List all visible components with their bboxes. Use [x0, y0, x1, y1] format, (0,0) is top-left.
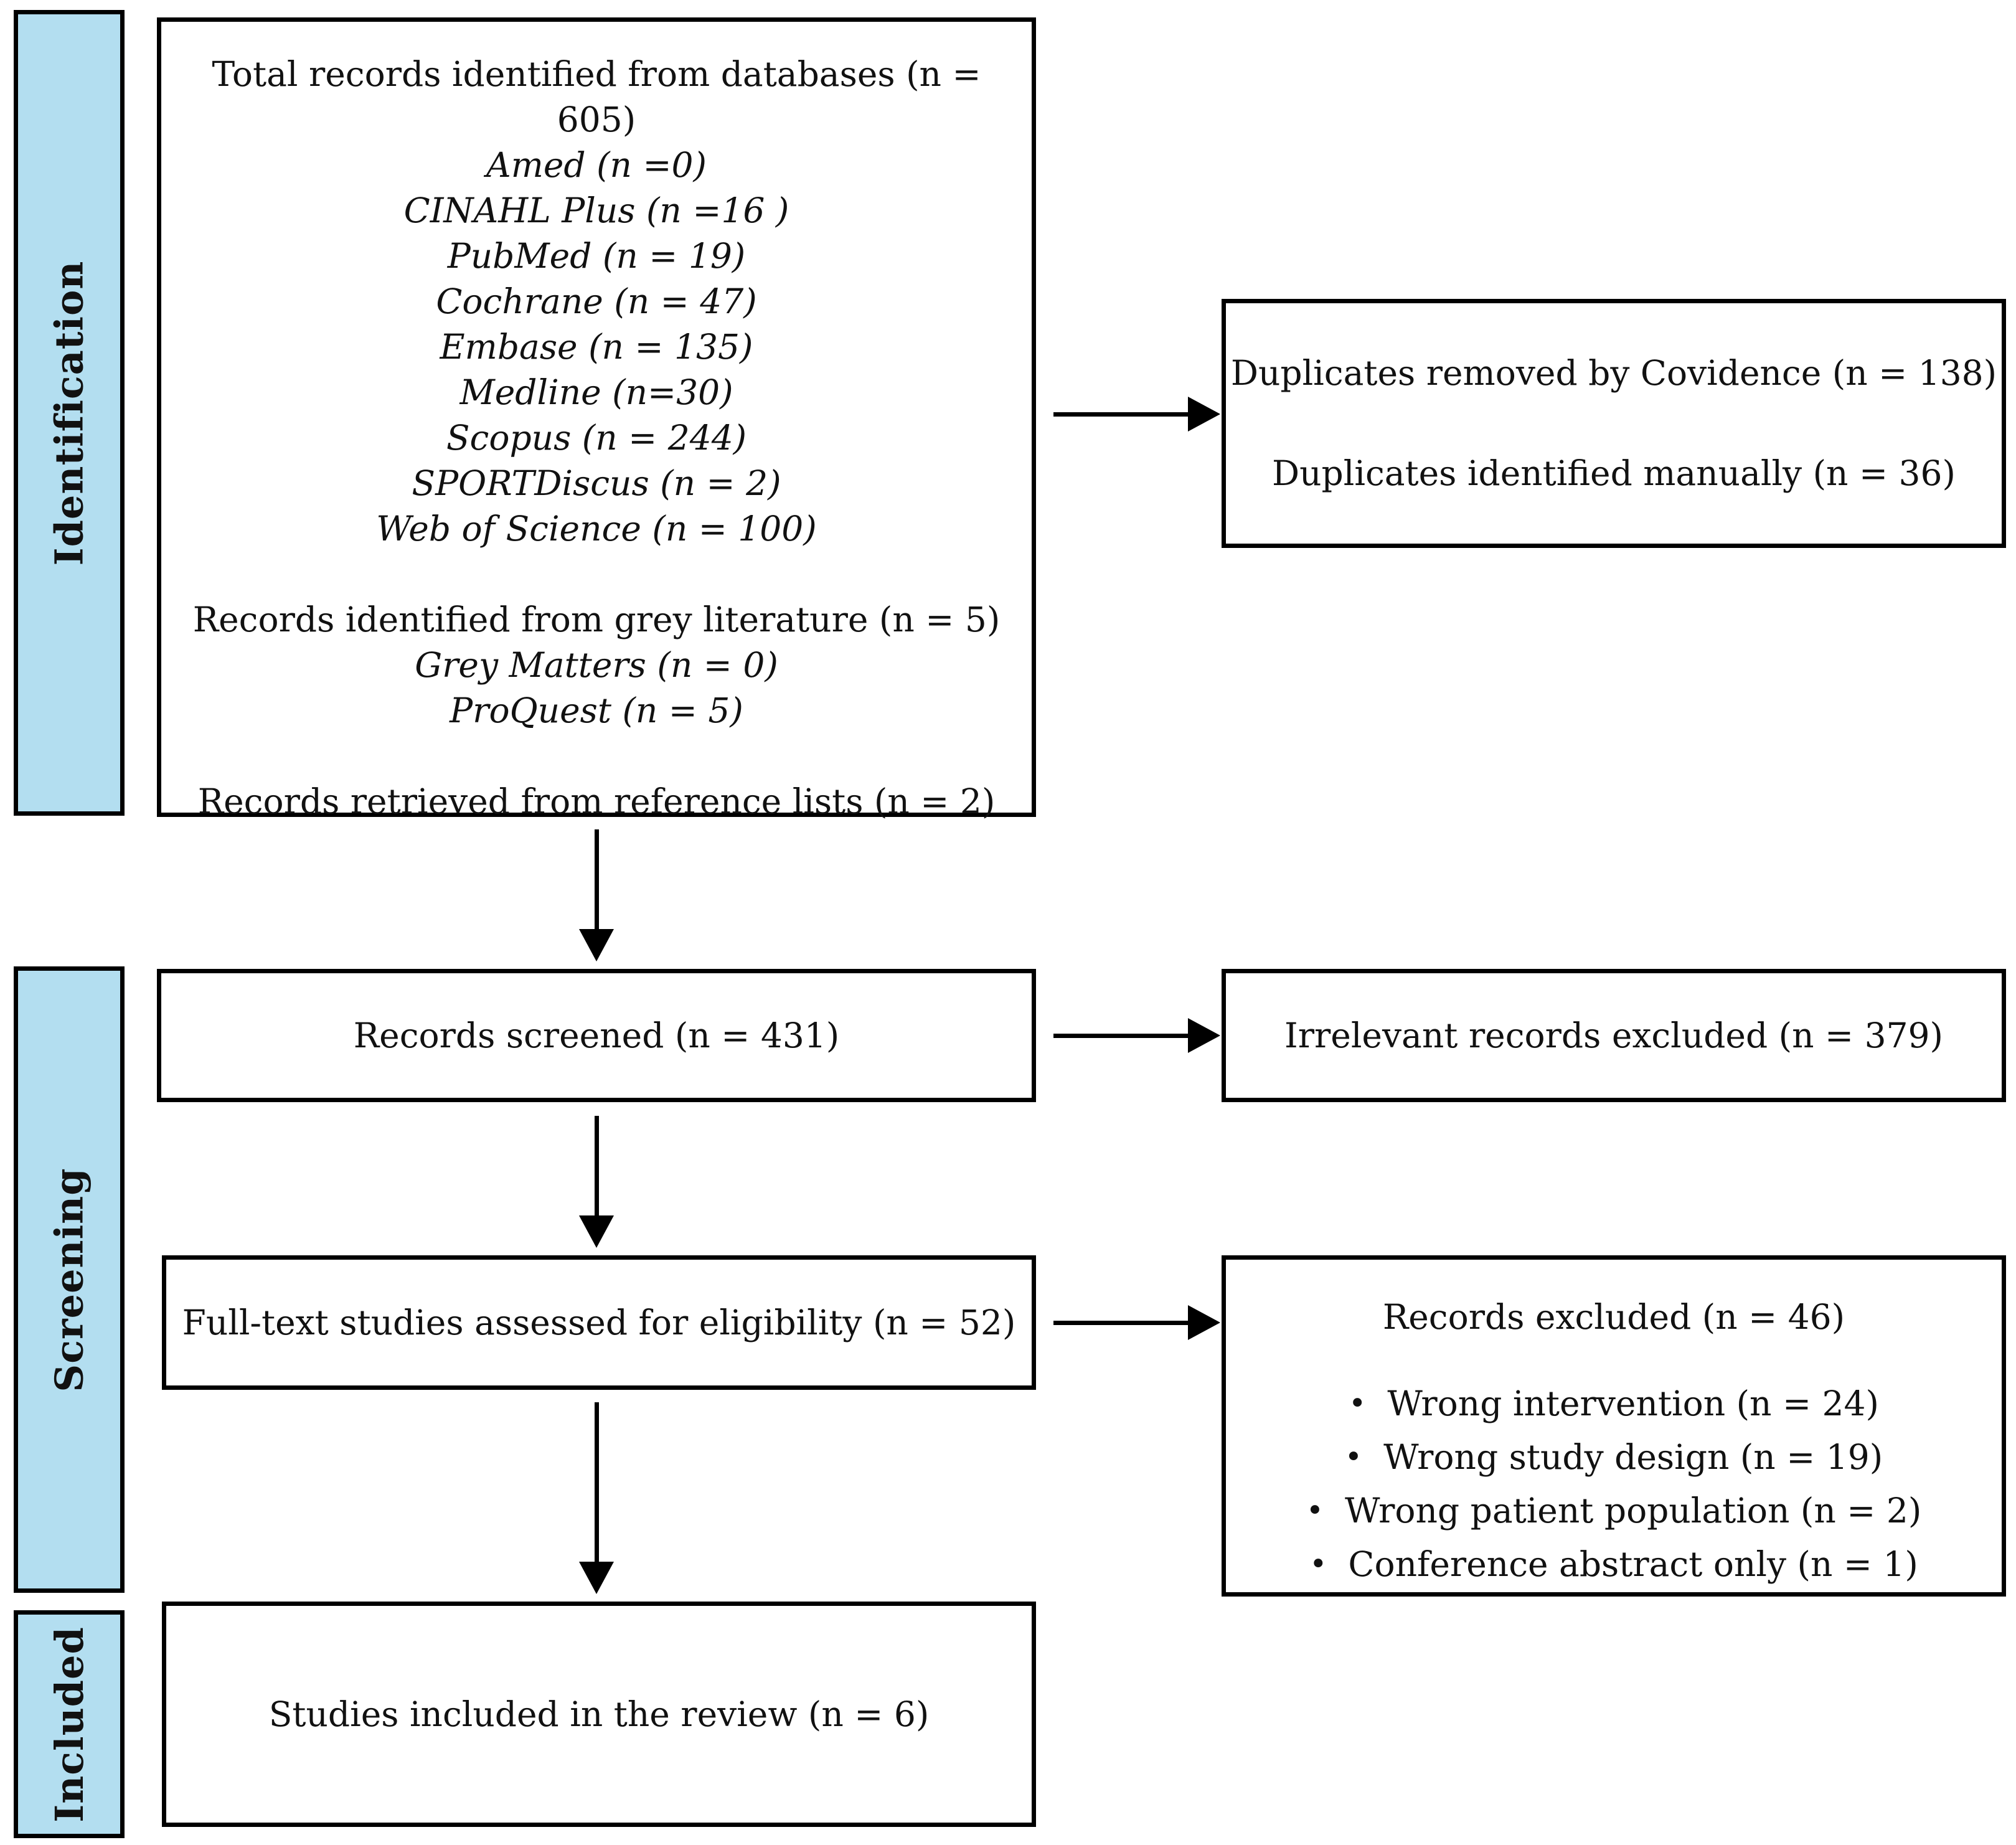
database-count-line: Scopus (n = 244) [446, 418, 747, 458]
stage-label-screening-text: Screening [46, 1167, 92, 1392]
database-count-list: Amed (n =0) CINAHL Plus (n =16 ) PubMed (n… [176, 143, 1017, 552]
arrow-screened-to-irrelevant [1053, 1018, 1220, 1053]
stage-label-included: Included [14, 1610, 125, 1838]
irrelevant-excluded-text: Irrelevant records excluded (n = 379) [1284, 1015, 1944, 1055]
database-count-line: PubMed (n = 19) [447, 236, 746, 276]
arrowhead-right-icon [1188, 1018, 1220, 1053]
arrow-shaft [595, 1402, 599, 1564]
stage-label-identification: Identification [14, 10, 125, 816]
records-screened-text: Records screened (n = 431) [353, 1015, 840, 1055]
arrowhead-down-icon [579, 1215, 614, 1248]
box-records-screened: Records screened (n = 431) [157, 969, 1036, 1102]
reason-text: Wrong study design (n = 19) [1383, 1437, 1883, 1477]
arrow-shaft [1053, 1321, 1190, 1325]
box-irrelevant-excluded: Irrelevant records excluded (n = 379) [1222, 969, 2006, 1102]
bullet-icon: • [1309, 1547, 1327, 1582]
arrow-screened-to-fulltext [579, 1116, 614, 1248]
grey-source-line: ProQuest (n = 5) [450, 691, 743, 730]
arrowhead-right-icon [1188, 1305, 1220, 1340]
database-count-line: Web of Science (n = 100) [376, 509, 817, 549]
exclusion-reason-line: • Wrong patient population (n = 2) [1238, 1488, 1989, 1533]
arrow-identified-to-duplicates [1053, 397, 1220, 432]
arrow-identified-to-screened [579, 829, 614, 961]
database-count-line: Amed (n =0) [486, 145, 707, 185]
box-duplicates-removed: Duplicates removed by Covidence (n = 138… [1222, 299, 2006, 548]
reference-lists-line: Records retrieved from reference lists (… [197, 781, 996, 821]
box-records-identified: Total records identified from databases … [157, 17, 1036, 821]
arrow-shaft [1053, 412, 1190, 417]
arrow-shaft [1053, 1034, 1190, 1038]
duplicates-manual-line: Duplicates identified manually (n = 36) [1272, 453, 1956, 493]
arrowhead-down-icon [579, 1562, 614, 1594]
stage-label-screening: Screening [14, 966, 125, 1593]
records-excluded-title: Records excluded (n = 46) [1382, 1297, 1845, 1337]
exclusion-reason-list: • Wrong intervention (n = 24) • Wrong study… [1238, 1381, 1989, 1587]
reason-text: Wrong patient population (n = 2) [1345, 1491, 1922, 1531]
arrowhead-right-icon [1188, 397, 1220, 432]
box-fulltext-assessed: Full-text studies assessed for eligibili… [162, 1255, 1036, 1390]
exclusion-reason-line: • Wrong study design (n = 19) [1238, 1435, 1989, 1479]
box-records-excluded: Records excluded (n = 46) • Wrong interve… [1222, 1255, 2006, 1597]
fulltext-assessed-text: Full-text studies assessed for eligibili… [182, 1302, 1016, 1342]
duplicates-covidence-line: Duplicates removed by Covidence (n = 138… [1230, 353, 1997, 393]
box-studies-included: Studies included in the review (n = 6) [162, 1602, 1036, 1827]
exclusion-reason-line: • Conference abstract only (n = 1) [1238, 1542, 1989, 1587]
exclusion-reason-line: • Wrong intervention (n = 24) [1238, 1381, 1989, 1426]
database-count-line: SPORTDiscus (n = 2) [412, 463, 781, 503]
bullet-icon: • [1349, 1386, 1367, 1421]
arrow-fulltext-to-included [579, 1402, 614, 1594]
grey-source-list: Grey Matters (n = 0) ProQuest (n = 5) [176, 643, 1017, 734]
arrow-shaft [595, 1116, 599, 1218]
stage-label-identification-text: Identification [46, 260, 92, 565]
stage-label-included-text: Included [46, 1626, 92, 1823]
bullet-icon: • [1344, 1440, 1363, 1475]
arrow-shaft [595, 829, 599, 932]
bullet-icon: • [1306, 1493, 1324, 1528]
grey-source-line: Grey Matters (n = 0) [415, 645, 778, 685]
arrowhead-down-icon [579, 929, 614, 961]
database-count-line: Cochrane (n = 47) [436, 281, 757, 321]
reason-text: Conference abstract only (n = 1) [1348, 1544, 1918, 1584]
grey-literature-line: Records identified from grey literature … [192, 600, 1001, 639]
database-count-line: CINAHL Plus (n =16 ) [403, 191, 789, 230]
total-records-line: Total records identified from databases … [212, 54, 981, 139]
arrow-fulltext-to-excluded [1053, 1305, 1220, 1340]
database-count-line: Medline (n=30) [459, 372, 733, 412]
database-count-line: Embase (n = 135) [440, 327, 753, 367]
reason-text: Wrong intervention (n = 24) [1387, 1384, 1879, 1423]
studies-included-text: Studies included in the review (n = 6) [268, 1694, 930, 1734]
